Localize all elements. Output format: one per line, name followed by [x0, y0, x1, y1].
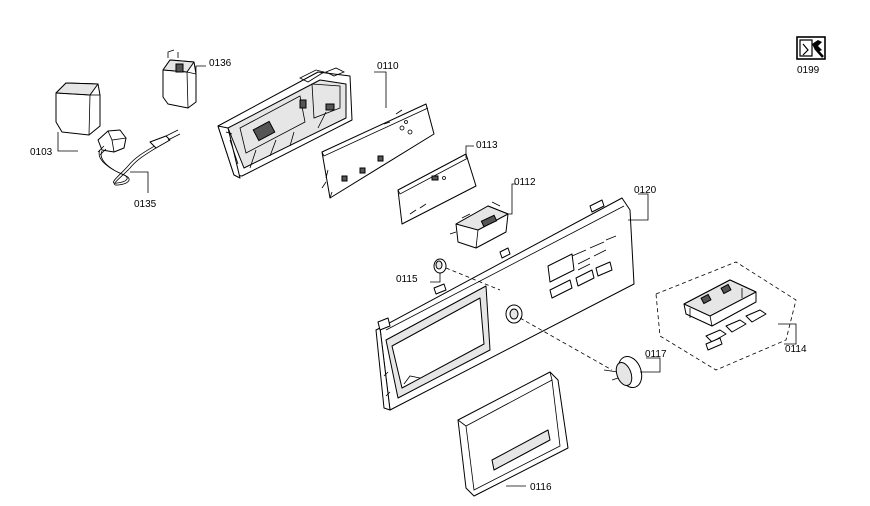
label-0136: 0136	[209, 58, 232, 69]
leader-0135	[130, 171, 149, 193]
label-0110: 0110	[377, 61, 399, 72]
leader-0103	[57, 132, 78, 152]
leader-0110	[374, 71, 387, 108]
label-0103: 0103	[30, 147, 53, 158]
label-0199: 0199	[797, 65, 820, 76]
label-0117: 0117	[645, 349, 667, 360]
leader-0114	[778, 323, 797, 345]
part-0103-filter[interactable]	[55, 82, 101, 136]
leader-0117	[640, 357, 661, 373]
part-0110-module-housing[interactable]	[217, 67, 353, 179]
screwdriver-wrench-icon	[796, 36, 826, 60]
leader-0113	[508, 183, 516, 215]
part-0117-selector-knob[interactable]	[603, 353, 646, 391]
part-0112-display-board[interactable]	[397, 153, 477, 225]
assembly-line-0117	[519, 317, 613, 371]
label-0114: 0114	[785, 344, 807, 355]
part-0114-button-set[interactable]	[683, 279, 767, 351]
leader-0136	[195, 65, 206, 80]
part-0135-mains-cable[interactable]	[97, 129, 181, 186]
tool-badge-0199[interactable]: 0199	[796, 36, 826, 76]
part-0136-suppressor[interactable]	[162, 49, 197, 109]
group-outline-0114	[655, 261, 797, 371]
label-0113: 0112	[514, 177, 536, 188]
part-0115-light-guide[interactable]	[433, 258, 447, 274]
part-0116-drawer-handle[interactable]	[457, 371, 569, 497]
part-0120-control-panel[interactable]	[375, 197, 635, 411]
label-0112: 0113	[476, 140, 498, 151]
leader-0120	[628, 193, 649, 221]
label-0115: 0115	[396, 274, 418, 285]
label-0120: 0120	[634, 185, 657, 196]
label-0135: 0135	[134, 199, 157, 210]
part-0110-electronic-board[interactable]	[321, 103, 435, 199]
part-0113-contact-block[interactable]	[449, 201, 509, 249]
leader-0112	[465, 145, 474, 158]
leader-0115	[430, 273, 441, 283]
label-0116: 0116	[530, 482, 552, 493]
assembly-line-0115	[445, 267, 501, 291]
